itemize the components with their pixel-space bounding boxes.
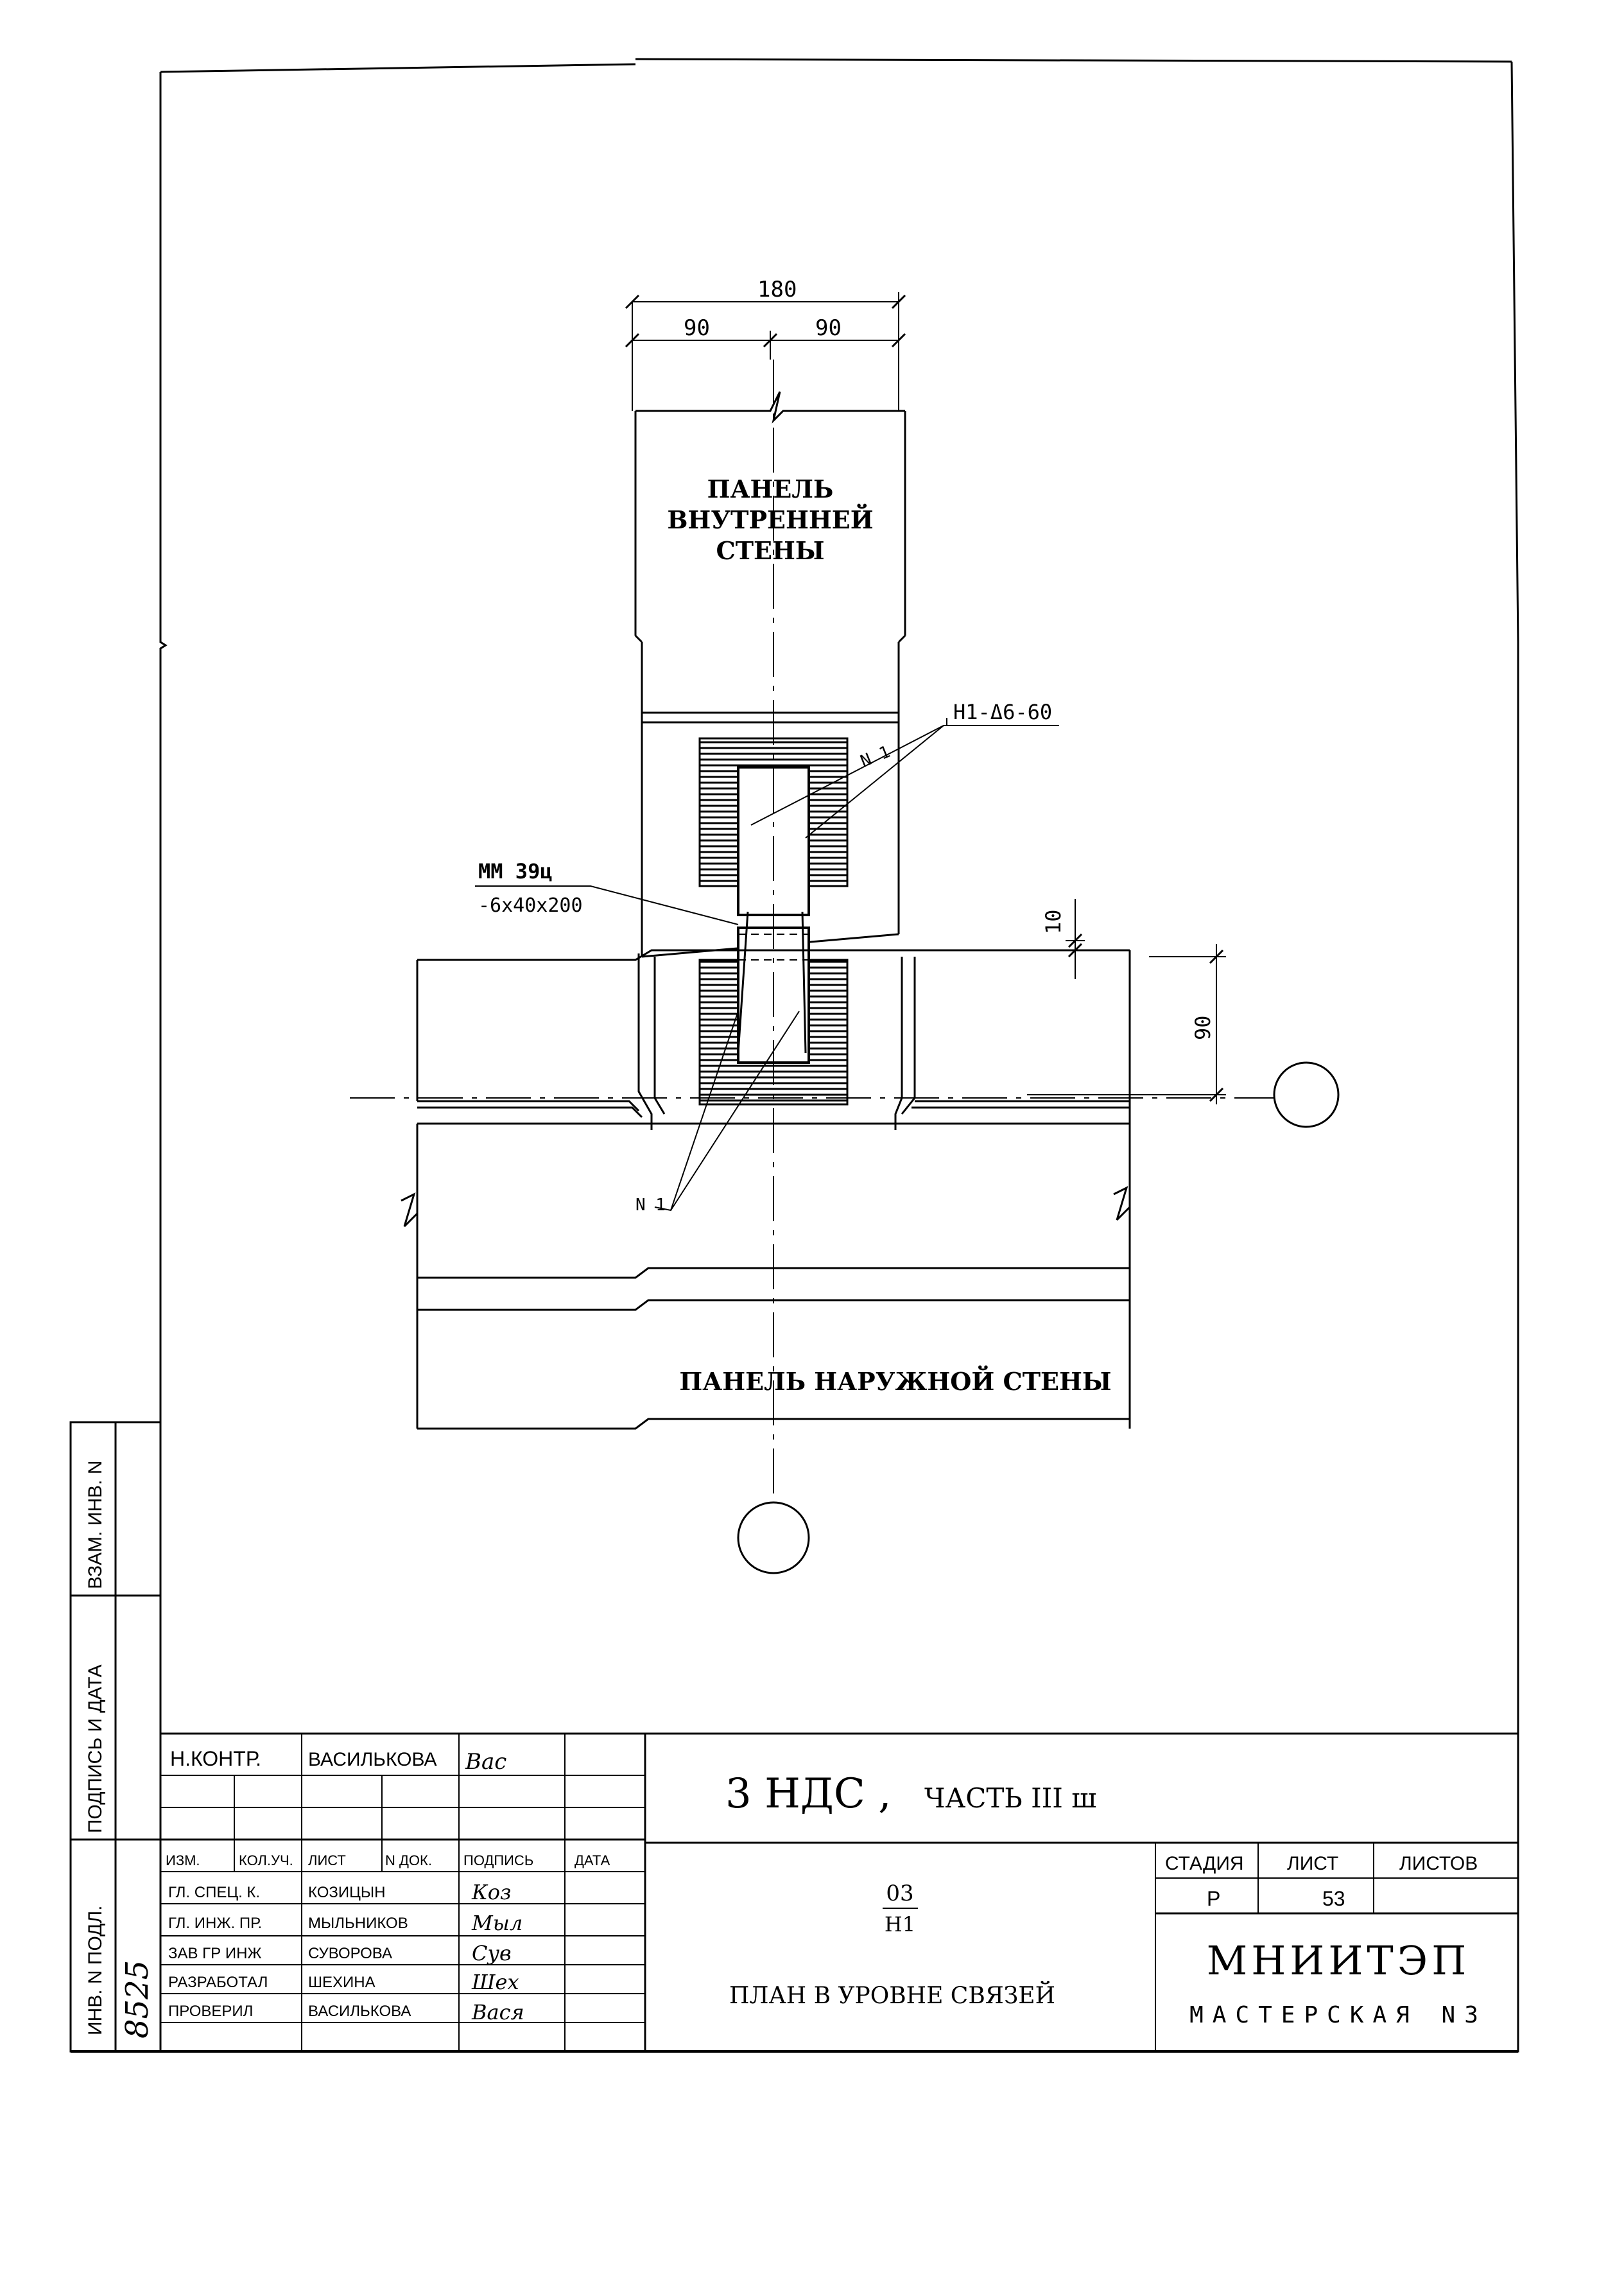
row-3-name: МЫЛЬНИКОВ: [308, 1915, 408, 1932]
podpis-data-label: ПОДПИСЬ И ДАТА: [85, 1664, 106, 1833]
inner-panel-line-3: СТЕНЫ: [716, 536, 824, 565]
header-list: ЛИСТ: [308, 1852, 346, 1868]
dim-90-left: 90: [684, 315, 710, 341]
bracket-mark: ММ 39ц: [478, 859, 553, 883]
side-stamp: ВЗАМ. ИНВ. N ПОДПИСЬ И ДАТА ИНВ. N ПОДЛ.…: [69, 1421, 162, 2053]
row-2-name: КОЗИЦЫН: [308, 1884, 385, 1901]
code-top: 03: [886, 1881, 913, 1906]
header-izm: ИЗМ.: [166, 1852, 200, 1868]
inner-panel-line-2: ВНУТРЕННЕЙ: [667, 504, 873, 534]
row-3-sign: Мыл: [471, 1911, 523, 1935]
org-name: МНИИТЭП: [1207, 1937, 1471, 1984]
stage-value: Р: [1207, 1887, 1220, 1910]
dim-90-vertical: 90: [1191, 1015, 1215, 1040]
row-6-name: ВАСИЛЬКОВА: [308, 2003, 411, 2020]
row-5-name: ШЕХИНА: [308, 1974, 376, 1991]
dim-10: 10: [1041, 909, 1066, 934]
node-mark-upper: N 1: [858, 742, 893, 771]
axis-bubble-right: [1273, 1061, 1340, 1128]
sheet-label: ЛИСТ: [1287, 1853, 1338, 1874]
row-0-name: ВАСИЛЬКОВА: [308, 1749, 436, 1770]
bracket-size: -6х40х200: [478, 894, 583, 917]
sheets-label: ЛИСТОВ: [1399, 1853, 1478, 1874]
project-code: 3 НДС ,: [725, 1770, 892, 1818]
title-block: Н.КОНТР. ВАСИЛЬКОВА Вас ИЗМ. КОЛ.УЧ. ЛИС…: [159, 1732, 1519, 2053]
stage-label: СТАДИЯ: [1165, 1853, 1244, 1874]
dim-180: 180: [757, 277, 797, 302]
project-part: ЧАСТЬ III ш: [924, 1782, 1096, 1814]
row-3-role: ГЛ. ИНЖ. ПР.: [168, 1915, 262, 1932]
inv-podl-label: ИНВ. N ПОДЛ.: [85, 1906, 106, 2036]
axis-bubble-bottom: [737, 1501, 810, 1574]
connection-bracket: [737, 911, 809, 1054]
outer-wall-panel: ПАНЕЛЬ НАРУЖНОЙ СТЕНЫ: [401, 949, 1131, 1430]
dimension-top: 180 90 90: [625, 277, 906, 411]
inner-wall-panel: ПАНЕЛЬ ВНУТРЕННЕЙ СТЕНЫ: [634, 391, 906, 958]
row-4-sign: Сув: [472, 1941, 512, 1965]
header-ndok: N ДОК.: [385, 1852, 432, 1868]
row-0-role: Н.КОНТР.: [170, 1747, 261, 1770]
row-0-sign: Вас: [465, 1749, 506, 1775]
dimension-right: 10 90: [1027, 899, 1226, 1104]
inv-number: 8525: [119, 1960, 155, 2039]
header-data: ДАТА: [574, 1852, 610, 1868]
row-6-sign: Вася: [471, 2000, 524, 2024]
weld-spec: Н1-Δ6-60: [953, 700, 1052, 724]
inner-panel-line-1: ПАНЕЛЬ: [707, 474, 834, 503]
code-bottom: Н1: [885, 1912, 915, 1936]
vzam-inv-label: ВЗАМ. ИНВ. N: [85, 1461, 106, 1589]
sheet-title: ПЛАН В УРОВНЕ СВЯЗЕЙ: [729, 1981, 1055, 2009]
row-6-role: ПРОВЕРИЛ: [168, 2003, 253, 2020]
header-kol: КОЛ.УЧ.: [239, 1852, 293, 1868]
row-4-role: ЗАВ ГР ИНЖ: [168, 1945, 262, 1962]
row-4-name: СУВОРОВА: [308, 1945, 392, 1962]
row-5-sign: Шех: [471, 1970, 519, 1994]
outer-panel-label: ПАНЕЛЬ НАРУЖНОЙ СТЕНЫ: [679, 1366, 1111, 1396]
row-2-sign: Коз: [471, 1880, 511, 1904]
node-mark-lower: N 1: [635, 1196, 666, 1215]
header-podpis: ПОДПИСЬ: [463, 1852, 533, 1868]
dim-90-right: 90: [815, 315, 842, 341]
workshop-name: МАСТЕРСКАЯ N3: [1189, 2002, 1487, 2028]
sheet-value: 53: [1322, 1887, 1345, 1910]
row-2-role: ГЛ. СПЕЦ. К.: [168, 1884, 260, 1901]
axes: [350, 360, 1340, 1574]
row-5-role: РАЗРАБОТАЛ: [168, 1974, 268, 1991]
